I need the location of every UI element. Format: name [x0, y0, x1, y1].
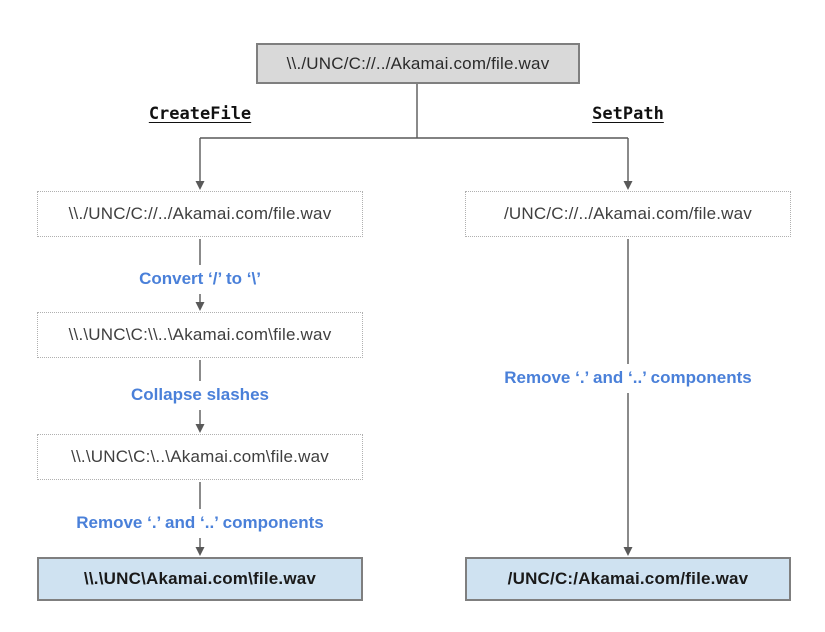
branch-label-setpath: SetPath — [588, 104, 668, 124]
setpath-op-remove-dots: Remove ‘.’ and ‘..’ components — [496, 364, 760, 393]
root-path-box: \\./UNC/C://../Akamai.com/file.wav — [256, 43, 580, 84]
setpath-result-box: /UNC/C:/Akamai.com/file.wav — [465, 557, 791, 601]
arrowhead-right-step1 — [623, 181, 633, 190]
createfile-step2-box: \\.\UNC\C:\\..\Akamai.com\file.wav — [37, 312, 363, 358]
createfile-step3-box: \\.\UNC\C:\..\Akamai.com\file.wav — [37, 434, 363, 480]
arrowhead-right-final — [623, 547, 633, 556]
createfile-result-box: \\.\UNC\Akamai.com\file.wav — [37, 557, 363, 601]
arrowhead-left-step3 — [195, 424, 205, 433]
setpath-step1-box: /UNC/C://../Akamai.com/file.wav — [465, 191, 791, 237]
createfile-step1-box: \\./UNC/C://../Akamai.com/file.wav — [37, 191, 363, 237]
createfile-op-convert-slashes: Convert ‘/’ to ‘\’ — [131, 265, 269, 294]
createfile-op-remove-dots: Remove ‘.’ and ‘..’ components — [68, 509, 332, 538]
arrowhead-left-step2 — [195, 302, 205, 311]
branch-label-createfile: CreateFile — [144, 104, 256, 124]
createfile-op-collapse-slashes: Collapse slashes — [123, 381, 277, 410]
arrowhead-left-step1 — [195, 181, 205, 190]
arrowhead-left-final — [195, 547, 205, 556]
